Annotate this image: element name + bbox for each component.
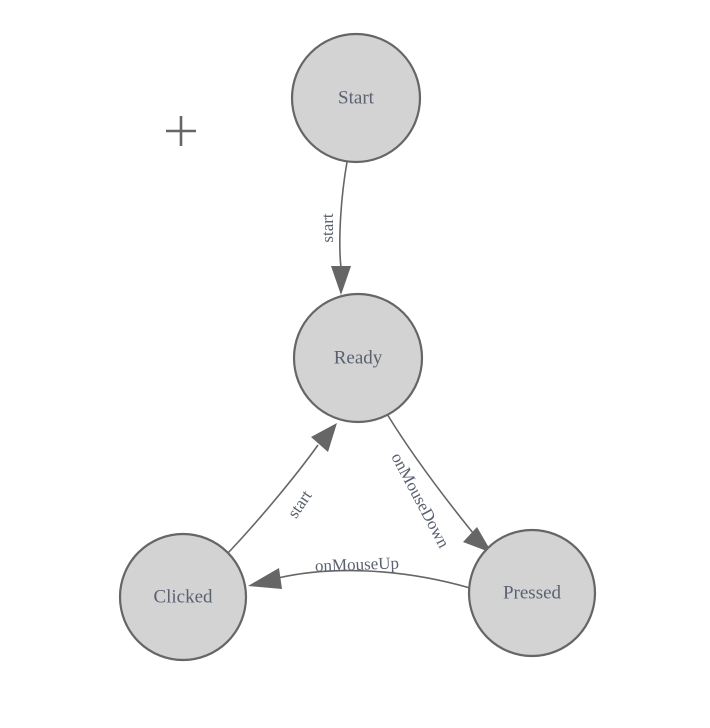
edge-line [386,413,474,534]
edge-label-clicked-to-ready: start [284,486,316,521]
arrowhead-icon [248,568,282,589]
node-shape [290,32,422,164]
node-ready[interactable]: Ready [292,292,424,424]
arrowhead-icon [463,527,492,553]
node-start[interactable]: Start [290,32,422,164]
plus-marker-icon [166,116,196,146]
node-shape [292,292,424,424]
edge-label-start-to-ready: start [318,213,337,243]
node-clicked[interactable]: Clicked [118,532,248,662]
node-label-ready: Ready [334,347,383,368]
node-shape [118,532,248,662]
node-label-clicked: Clicked [153,586,213,607]
arrowhead-icon [311,423,337,452]
edge-line [339,161,348,269]
edge-line [227,444,319,554]
edge-start-to-ready[interactable]: start [318,161,351,295]
arrowhead-icon [331,266,351,295]
edge-label-pressed-to-clicked: onMouseUp [315,553,400,575]
edge-ready-to-pressed[interactable]: onMouseDown [386,413,492,553]
edge-pressed-to-clicked[interactable]: onMouseUp [248,553,471,589]
edge-line [277,569,471,589]
node-label-start: Start [338,87,375,108]
node-shape [467,528,597,658]
node-label-pressed: Pressed [503,582,562,603]
edge-clicked-to-ready[interactable]: start [227,423,337,554]
node-pressed[interactable]: Pressed [467,528,597,658]
